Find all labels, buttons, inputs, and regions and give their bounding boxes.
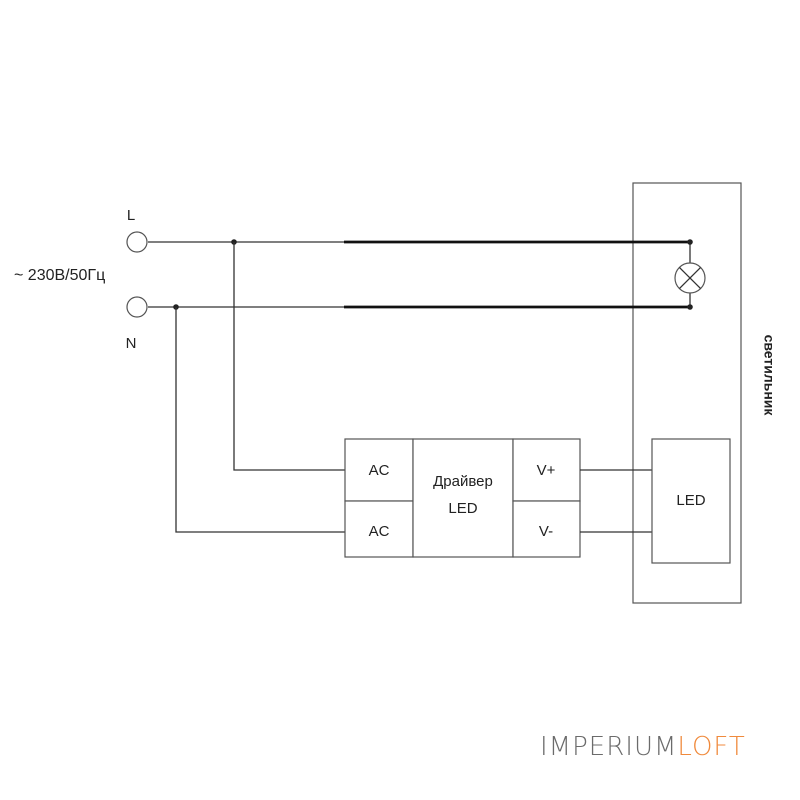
label-supply: ~ 230В/50Гц — [14, 267, 105, 284]
junction-lamp-top — [687, 239, 693, 245]
label-driver-subtitle: LED — [448, 500, 477, 517]
label-line: L — [127, 207, 135, 224]
wire-neutral-to-driver — [175, 307, 345, 533]
brand-part1: IMPERIUM — [540, 732, 678, 762]
terminal-line-icon — [126, 231, 148, 253]
wire-line-to-driver — [233, 242, 345, 471]
label-led-module: LED — [676, 492, 705, 509]
brand-part2: LOFT — [677, 732, 746, 762]
brand-logo: IMPERIUMLOFT — [540, 732, 746, 762]
driver-body — [412, 438, 514, 558]
label-vplus: V+ — [537, 462, 556, 479]
label-fixture: светильник — [761, 335, 777, 417]
led-module — [651, 438, 731, 564]
lamp-icon — [674, 262, 706, 294]
driver-vplus-cell — [512, 438, 581, 502]
driver-vminus-cell — [512, 500, 581, 558]
terminal-neutral-icon — [126, 296, 148, 318]
label-neutral: N — [126, 335, 137, 352]
driver-ac-bottom-cell — [344, 500, 414, 558]
label-ac-top: AC — [369, 462, 390, 479]
label-driver-title: Драйвер — [433, 473, 493, 490]
junction-lamp-bottom — [687, 304, 693, 310]
label-vminus: V- — [539, 523, 553, 540]
label-ac-bottom: AC — [369, 523, 390, 540]
